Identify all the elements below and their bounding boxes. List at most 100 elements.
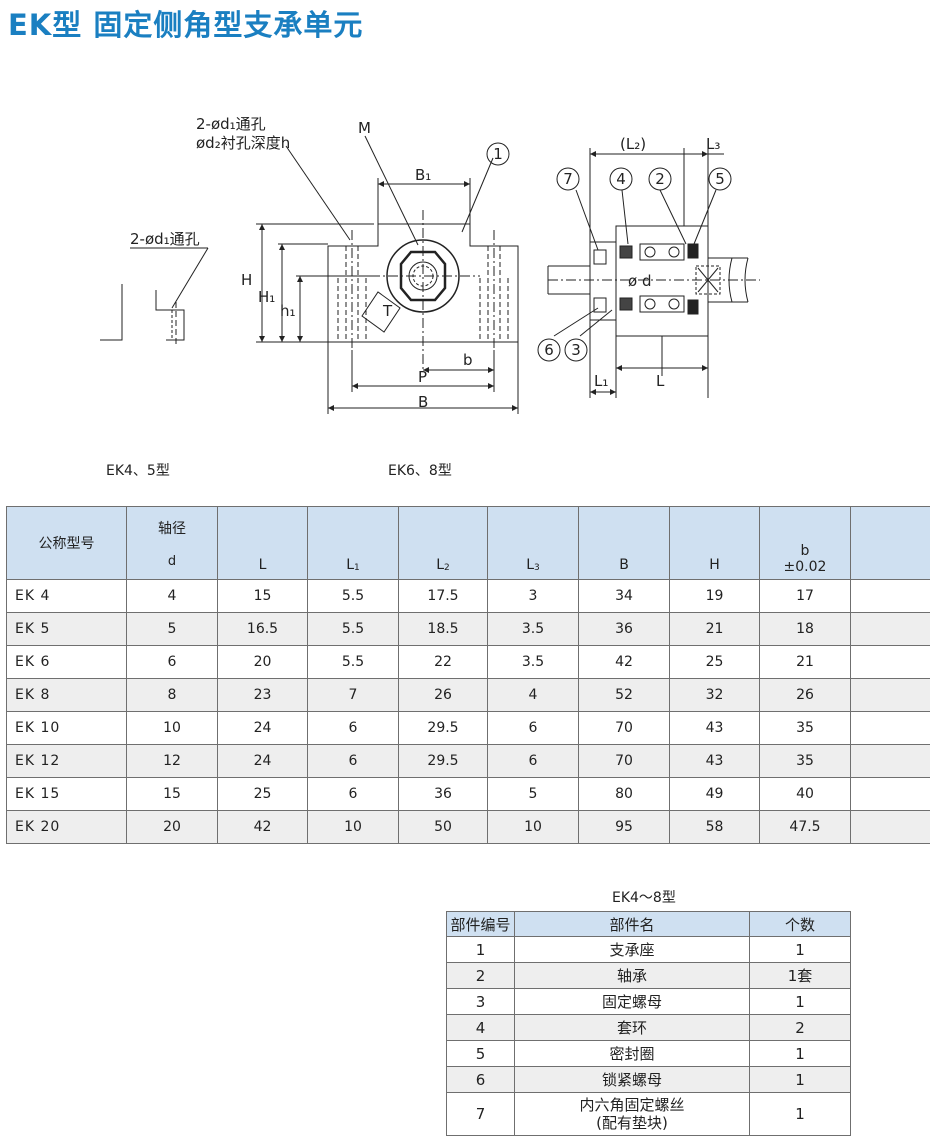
label-p: P <box>418 368 427 386</box>
value-cell: 35 <box>759 711 851 745</box>
value-cell: 26 <box>759 678 851 712</box>
empty-cell <box>850 579 930 613</box>
value-cell: 10 <box>307 810 399 844</box>
label-l: L <box>656 372 665 390</box>
callout-small-through-hole: 2-ød₁通孔 <box>130 230 200 248</box>
circle-number-2: 2 <box>655 170 665 188</box>
model-cell: EK 12 <box>6 744 127 778</box>
value-cell: 43 <box>669 711 760 745</box>
value-cell: 6 <box>307 777 399 811</box>
value-cell: 40 <box>759 777 851 811</box>
header-b-bottom: ±0.02 <box>783 559 827 575</box>
value-cell: 18 <box>759 612 851 646</box>
header-b-tol: b±0.02 <box>759 506 851 580</box>
label-l2: (L₂) <box>620 135 646 153</box>
model-cell: EK 4 <box>6 579 127 613</box>
value-cell: 24 <box>217 744 308 778</box>
value-cell: 7 <box>307 678 399 712</box>
value-cell: 12 <box>126 744 218 778</box>
value-cell: 49 <box>669 777 760 811</box>
caption-ek6-8: EK6、8型 <box>388 463 452 479</box>
model-cell: EK 15 <box>6 777 127 811</box>
value-cell: 3 <box>487 579 579 613</box>
model-cell: EK 20 <box>6 810 127 844</box>
header-b-top: b <box>800 543 810 559</box>
value-cell: 17 <box>759 579 851 613</box>
part-no-cell: 5 <box>446 1040 515 1067</box>
value-cell: 52 <box>578 678 670 712</box>
empty-cell <box>850 744 930 778</box>
empty-cell <box>850 645 930 679</box>
header-l2-sub: 2 <box>444 563 450 573</box>
label-phi-d: ø d <box>628 272 651 290</box>
part-no-cell: 6 <box>446 1066 515 1093</box>
circle-number-7: 7 <box>563 170 573 188</box>
part-no-cell: 3 <box>446 988 515 1015</box>
parts-header-row: 部件编号 部件名 个数 <box>446 911 851 937</box>
header-l1-sub: 1 <box>354 563 360 573</box>
empty-cell <box>850 612 930 646</box>
value-cell: 21 <box>759 645 851 679</box>
value-cell: 26 <box>398 678 488 712</box>
value-cell: 5.5 <box>307 612 399 646</box>
header-d-bottom: d <box>167 553 177 569</box>
label-h: H <box>241 271 252 289</box>
empty-cell <box>850 711 930 745</box>
value-cell: 36 <box>398 777 488 811</box>
label-h1-upper: H₁ <box>258 288 275 306</box>
part-name-cell: 内六角固定螺丝(配有垫块) <box>514 1092 750 1136</box>
value-cell: 16.5 <box>217 612 308 646</box>
header-h: H <box>669 506 760 580</box>
parts-header-name: 部件名 <box>514 911 750 937</box>
value-cell: 32 <box>669 678 760 712</box>
part-no-cell: 7 <box>446 1092 515 1136</box>
value-cell: 20 <box>217 645 308 679</box>
value-cell: 4 <box>487 678 579 712</box>
value-cell: 42 <box>578 645 670 679</box>
value-cell: 19 <box>669 579 760 613</box>
header-b: B <box>578 506 670 580</box>
part-qty-cell: 1套 <box>749 962 851 989</box>
value-cell: 6 <box>307 711 399 745</box>
value-cell: 36 <box>578 612 670 646</box>
header-l2-text: L <box>436 557 445 573</box>
part-name-cell: 轴承 <box>514 962 750 989</box>
value-cell: 35 <box>759 744 851 778</box>
header-d-top: 轴径 <box>158 520 186 537</box>
empty-cell <box>850 678 930 712</box>
value-cell: 42 <box>217 810 308 844</box>
header-l: L <box>217 506 308 580</box>
value-cell: 5 <box>126 612 218 646</box>
model-cell: EK 10 <box>6 711 127 745</box>
header-l1-text: L <box>346 557 355 573</box>
header-l-text: L <box>258 557 267 573</box>
value-cell: 50 <box>398 810 488 844</box>
caption-ek4-5: EK4、5型 <box>106 463 170 479</box>
value-cell: 15 <box>126 777 218 811</box>
parts-caption: EK4～8型 <box>612 890 676 906</box>
value-cell: 6 <box>487 744 579 778</box>
value-cell: 15 <box>217 579 308 613</box>
value-cell: 3.5 <box>487 645 579 679</box>
value-cell: 25 <box>669 645 760 679</box>
header-b-text: B <box>619 557 629 573</box>
value-cell: 18.5 <box>398 612 488 646</box>
part-no-cell: 4 <box>446 1014 515 1041</box>
value-cell: 20 <box>126 810 218 844</box>
value-cell: 21 <box>669 612 760 646</box>
part-name-line1: 内六角固定螺丝 <box>579 1096 685 1114</box>
part-no-cell: 2 <box>446 962 515 989</box>
model-cell: EK 8 <box>6 678 127 712</box>
circle-number-1: 1 <box>493 145 503 163</box>
value-cell: 70 <box>578 711 670 745</box>
